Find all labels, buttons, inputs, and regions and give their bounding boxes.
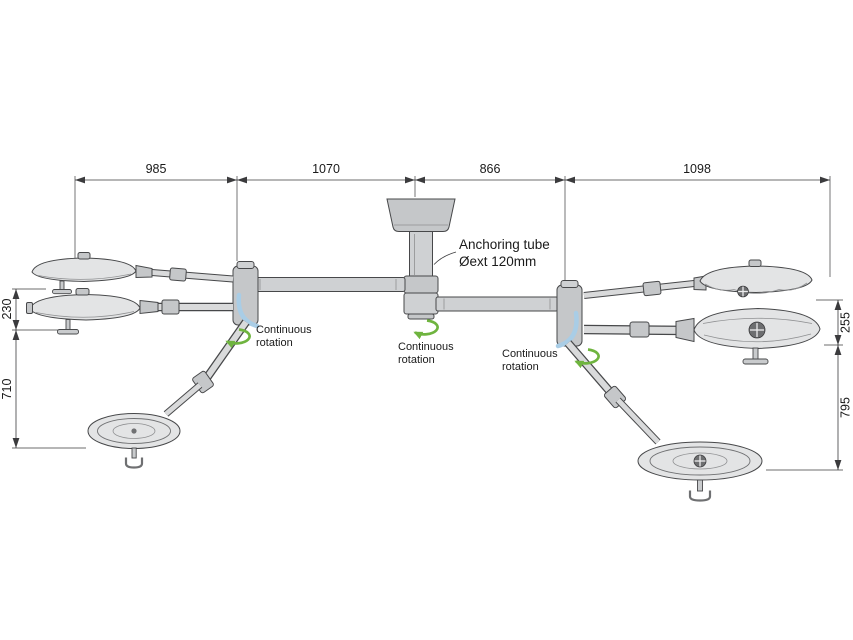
sterile-handle bbox=[57, 329, 79, 335]
sterile-handle bbox=[52, 289, 72, 295]
rod-collar bbox=[169, 267, 187, 282]
right-hub-cap bbox=[560, 280, 579, 288]
rod-collar bbox=[642, 280, 662, 297]
right-light-horizontal-position bbox=[693, 307, 821, 365]
top-dimension-chain: 985 1070 866 1098 bbox=[74, 162, 831, 280]
lamp-edge-cap bbox=[26, 302, 33, 314]
dimension-label: 1070 bbox=[312, 162, 340, 176]
rotation-label-line2: rotation bbox=[256, 337, 293, 349]
anchoring-tube-label-line2: Øext 120mm bbox=[459, 254, 536, 269]
sterile-handle bbox=[742, 358, 769, 365]
left-light-lowered-position bbox=[87, 413, 181, 469]
left-middle-yoke bbox=[139, 299, 159, 315]
dimension-label: 230 bbox=[0, 299, 14, 320]
sterile-handle bbox=[124, 457, 144, 469]
ceiling-canopy bbox=[386, 198, 456, 232]
continuous-rotation-label-right: Continuous rotation bbox=[502, 348, 558, 373]
ceiling-mount-assembly bbox=[386, 198, 456, 320]
left-upper-yoke bbox=[135, 264, 153, 279]
rotation-label-line1: Continuous bbox=[398, 341, 454, 353]
lamp-top-pin bbox=[748, 259, 762, 267]
lamp-top-pin bbox=[77, 252, 91, 260]
left-horizontal-arm bbox=[251, 277, 406, 292]
left-elbow-hub bbox=[232, 261, 260, 329]
continuous-rotation-arrow-icon bbox=[415, 321, 438, 335]
right-dimension-chain: 255 795 bbox=[766, 299, 853, 471]
anchoring-tube bbox=[409, 231, 433, 278]
dimension-label: 985 bbox=[146, 162, 167, 176]
anchoring-tube-label-line1: Anchoring tube bbox=[459, 237, 550, 252]
rotation-label-line2: rotation bbox=[502, 361, 539, 373]
left-spring-arms bbox=[135, 264, 250, 417]
left-hub-cap bbox=[236, 261, 255, 269]
left-light-horizontal-position bbox=[26, 288, 141, 335]
lamp-top-pin bbox=[75, 288, 90, 296]
rod-collar bbox=[629, 321, 650, 338]
left-hub-blue-accent bbox=[236, 292, 260, 329]
right-elbow-hub bbox=[555, 280, 583, 349]
continuous-rotation-label-center: Continuous rotation bbox=[398, 341, 454, 366]
sterile-handle bbox=[688, 490, 712, 502]
right-light-raised-position bbox=[699, 259, 813, 298]
right-light-lowered-position bbox=[637, 441, 763, 502]
dimension-label: 795 bbox=[839, 397, 853, 418]
dimension-label: 255 bbox=[839, 312, 853, 333]
anchoring-tube-callout: Anchoring tube Øext 120mm bbox=[433, 237, 550, 269]
continuous-rotation-label-left: Continuous rotation bbox=[256, 324, 312, 349]
right-middle-yoke bbox=[675, 317, 695, 343]
central-rotation-hub-lower bbox=[403, 292, 439, 315]
suspension-arms bbox=[245, 275, 559, 312]
rod-collar bbox=[161, 299, 180, 315]
left-light-raised-position bbox=[31, 252, 137, 295]
right-horizontal-arm bbox=[435, 296, 559, 312]
rotation-label-line1: Continuous bbox=[502, 348, 558, 360]
dimension-label: 710 bbox=[0, 379, 14, 400]
right-spring-arms bbox=[564, 275, 707, 445]
dimension-label: 1098 bbox=[683, 162, 711, 176]
left-dimension-chain: 230 710 bbox=[0, 288, 86, 449]
central-hub-cap bbox=[407, 313, 435, 320]
central-rotation-hub-upper bbox=[403, 275, 439, 294]
dimension-label: 866 bbox=[480, 162, 501, 176]
rotation-label-line1: Continuous bbox=[256, 324, 312, 336]
right-hub-blue-accent bbox=[555, 310, 579, 349]
leader-line bbox=[433, 251, 457, 265]
rotation-label-line2: rotation bbox=[398, 354, 435, 366]
